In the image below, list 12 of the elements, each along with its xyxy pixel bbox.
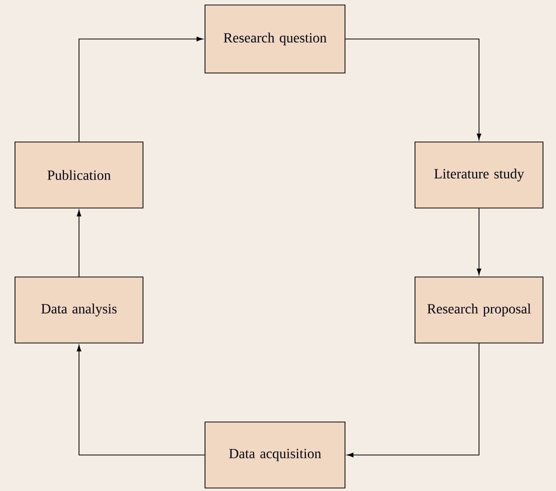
process-box: Research proposal: [414, 276, 544, 344]
arrow: [476, 208, 482, 276]
process-box: Literature study: [414, 142, 544, 208]
arrow: [76, 210, 82, 277]
arrow: [345, 38, 482, 140]
process-box: Research question: [204, 4, 346, 74]
process-box: Data analysis: [14, 276, 144, 344]
process-box: Publication: [14, 142, 144, 208]
arrow: [78, 36, 204, 142]
process-box: Data acquisition: [204, 422, 346, 488]
arrow: [346, 343, 480, 458]
arrow: [76, 344, 205, 456]
